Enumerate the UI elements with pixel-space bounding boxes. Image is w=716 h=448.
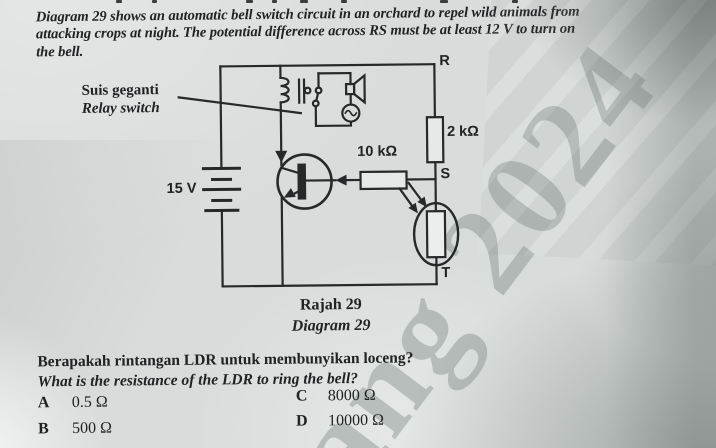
option-d-key: D (295, 412, 308, 430)
resistor-2k-label: 2 kΩ (446, 123, 479, 141)
ldr-symbol (398, 181, 460, 267)
speaker-icon (344, 82, 356, 96)
cropped-text-fragment (272, 0, 277, 3)
relay-leader-line (177, 96, 303, 115)
caption-en: Diagram 29 (291, 316, 371, 335)
node-label-t: T (441, 265, 451, 282)
option-b-key: B (38, 420, 49, 438)
option-c-key: C (295, 387, 308, 405)
cropped-text-fragment (512, 0, 518, 3)
option-c-value: 8000 Ω (327, 386, 376, 405)
relay-coil (275, 64, 306, 166)
transistor-symbol (276, 153, 362, 287)
circuit-wires (219, 63, 438, 288)
option-d-value: 10000 Ω (327, 411, 385, 430)
battery-symbol (201, 166, 242, 213)
resistor-10k (359, 170, 408, 191)
node-label-s: S (440, 166, 451, 183)
cropped-text-fragment (116, 0, 122, 3)
option-a-key: A (37, 394, 50, 412)
battery-label: 15 V (166, 180, 197, 198)
caption-ms: Rajah 29 (299, 295, 362, 314)
resistor-10k-label: 10 kΩ (357, 143, 398, 161)
cropped-text-fragment (440, 0, 448, 3)
cropped-text-fragment (341, 0, 347, 3)
relay-label-en: Relay switch (81, 100, 160, 117)
question-prompt-en: What is the resistance of the LDR to rin… (37, 370, 359, 391)
cropped-text-fragment (300, 0, 308, 3)
option-a-value: 0.5 Ω (71, 393, 108, 412)
speaker-horn-icon (352, 73, 366, 105)
option-b-value: 500 Ω (72, 419, 113, 438)
cropped-text-fragment (152, 0, 157, 3)
resistor-2k (425, 115, 445, 164)
cropped-text-fragment (246, 0, 253, 3)
node-label-r: R (439, 53, 450, 70)
relay-contacts (303, 72, 323, 108)
bell-circuit (314, 71, 366, 128)
relay-label-ms: Suis geganti (81, 82, 159, 99)
